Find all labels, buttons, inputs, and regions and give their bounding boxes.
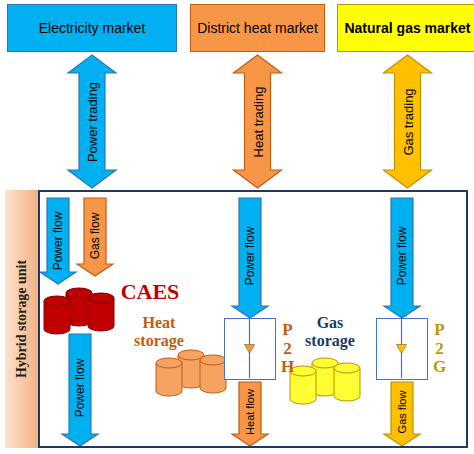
market-box: Natural gas market: [337, 4, 474, 52]
converter-label: P2H: [279, 321, 296, 377]
flow-label: Gas flow: [396, 391, 408, 434]
flow-arrow: [77, 198, 113, 276]
storage-name: CAES: [121, 279, 180, 305]
flow-arrow: [384, 198, 420, 318]
converter-label: P2G: [431, 321, 448, 377]
flow-arrow: [62, 334, 98, 446]
converter-box: P2G: [376, 318, 428, 380]
trading-arrow: [68, 55, 116, 188]
flow-arrow: [40, 198, 76, 284]
storage-tank: [200, 355, 226, 393]
storage-tank: [334, 363, 360, 401]
storage-name: Gas storage: [290, 314, 370, 349]
flow-label: Gas flow: [88, 213, 102, 260]
edge-label: Gas trading: [400, 88, 415, 155]
market-box: Electricity market: [7, 4, 177, 52]
edge-label: Power trading: [85, 81, 100, 161]
trading-arrow: [384, 55, 432, 188]
converter-box: P2H: [224, 318, 276, 380]
converter-symbol: [377, 319, 427, 379]
flow-arrow: [232, 382, 268, 446]
storage-tank: [156, 358, 182, 396]
edge-label: Heat trading: [250, 86, 265, 157]
frame-band: Hybrid storage unit: [5, 190, 38, 448]
converter-symbol: [225, 319, 275, 379]
market-box: District heat market: [190, 4, 325, 52]
frame-heading: Hybrid storage unit: [14, 260, 30, 378]
market-label: Natural gas market: [344, 20, 470, 36]
flow-label: Power flow: [51, 212, 65, 271]
market-label: Electricity market: [39, 20, 146, 36]
trading-arrow: [234, 55, 282, 188]
flow-label: Heat flow: [244, 389, 256, 435]
storage-tank: [88, 293, 114, 331]
flow-label: Power flow: [73, 359, 87, 418]
flow-arrow: [384, 382, 420, 446]
storage-name: Heat storage: [118, 314, 200, 349]
flow-label: Power flow: [243, 227, 257, 286]
storage-tank: [44, 296, 70, 334]
flow-label: Power flow: [395, 227, 409, 286]
market-label: District heat market: [197, 20, 318, 36]
flow-arrow: [232, 198, 268, 318]
